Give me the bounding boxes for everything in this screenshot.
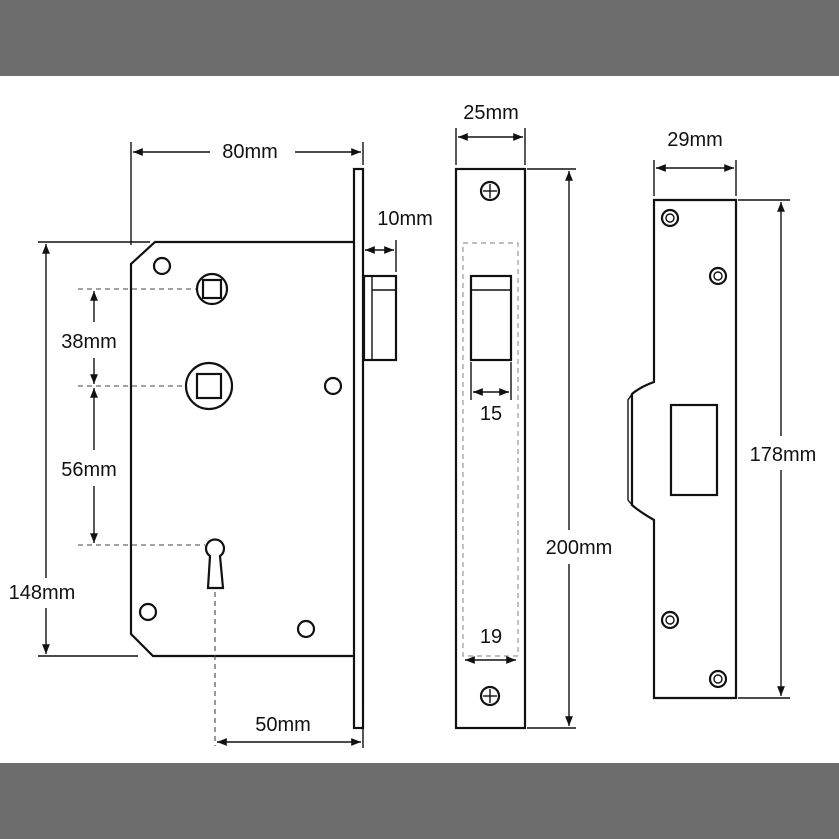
dim-bolt-width: 15 xyxy=(480,403,502,425)
dim-inner-width: 19 xyxy=(480,626,502,648)
screw-hole-bottom-left xyxy=(138,602,158,622)
lock-body xyxy=(78,167,398,746)
screw-hole-top-left xyxy=(152,256,172,276)
dim-backset: 50mm xyxy=(255,714,311,736)
lock-diagram: 80mm 10mm 148mm 38mm 56mm 50mm xyxy=(9,102,817,748)
strike-screw-4 xyxy=(708,669,728,689)
strike-screw-3 xyxy=(660,610,680,630)
strike-screw-2 xyxy=(708,266,728,286)
dim-strike-height: 178mm xyxy=(750,444,817,466)
diagram-stage: 80mm 10mm 148mm 38mm 56mm 50mm xyxy=(0,76,839,763)
forend-inner-case xyxy=(462,242,519,657)
strike-opening xyxy=(669,403,719,497)
dim-body-height: 148mm xyxy=(9,582,76,604)
forend-outline xyxy=(454,167,527,730)
dim-spindle-to-keyhole: 56mm xyxy=(61,459,117,481)
strike-plate-dimensions: 29mm 178mm xyxy=(653,129,817,699)
screw-hole-bottom-right xyxy=(296,619,316,639)
lock-case xyxy=(129,240,357,658)
forend-latch-opening xyxy=(469,274,513,362)
bottom-band xyxy=(0,763,839,839)
strike-screw-1 xyxy=(660,208,680,228)
lock-body-dimensions: 80mm 10mm 148mm 38mm 56mm 50mm xyxy=(9,141,433,748)
strike-plate xyxy=(627,198,738,700)
follower-square xyxy=(201,278,223,300)
forend-plate xyxy=(454,167,527,730)
dim-strike-width: 29mm xyxy=(667,129,723,151)
latch-bolt xyxy=(362,274,398,362)
dim-forend-height: 200mm xyxy=(546,537,613,559)
keyhole xyxy=(204,538,226,590)
dim-follower-to-spindle: 38mm xyxy=(61,331,117,353)
spindle-square xyxy=(195,372,223,400)
lock-forend-edge xyxy=(352,167,365,730)
dim-forend-width: 25mm xyxy=(463,102,519,124)
screw-hole-right xyxy=(323,376,343,396)
dim-forend-thickness: 10mm xyxy=(377,208,433,230)
forend-dimensions: 25mm 15 19 200mm xyxy=(455,102,613,729)
dim-body-width: 80mm xyxy=(222,141,278,163)
top-band xyxy=(0,0,839,76)
